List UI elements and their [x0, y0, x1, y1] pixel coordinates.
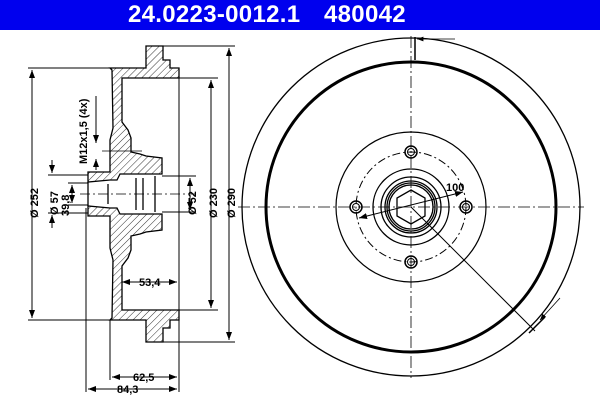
drum-cross-section [80, 45, 195, 343]
dim-d230: Ø 230 [208, 188, 220, 218]
dim-d52: Ø 52 [187, 191, 199, 215]
technical-drawing: Ø 252 Ø 57 39,8 M12x1,5 (4x) Ø 52 Ø 230 … [28, 36, 584, 396]
drum-front-view [238, 36, 584, 378]
dim-pcd-100: 100 [446, 182, 464, 194]
dim-d252: Ø 252 [29, 188, 41, 218]
dim-53-4: 53,4 [139, 277, 161, 289]
title-bar: 24.0223-0012.1 480042 [0, 0, 600, 30]
section-labels: Ø 252 Ø 57 39,8 M12x1,5 (4x) Ø 52 Ø 230 … [29, 98, 238, 396]
dim-84-3: 84,3 [117, 384, 138, 396]
section-dimensions [28, 45, 235, 392]
dim-39-8: 39,8 [60, 195, 72, 216]
dim-d290: Ø 290 [226, 188, 238, 218]
reference-number: 480042 [324, 1, 406, 28]
dim-62-5: 62,5 [133, 372, 154, 384]
dim-d57: Ø 57 [49, 191, 61, 215]
dim-thread: M12x1,5 (4x) [78, 98, 90, 164]
part-number: 24.0223-0012.1 [128, 1, 301, 28]
